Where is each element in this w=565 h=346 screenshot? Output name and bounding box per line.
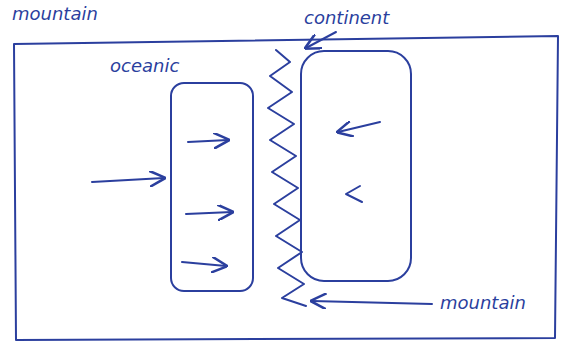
plate-arrow xyxy=(186,212,232,214)
plate-heading: continent xyxy=(304,8,389,28)
frame xyxy=(14,36,558,340)
push-arrow xyxy=(92,178,164,182)
leader-line xyxy=(312,301,432,304)
leader-line xyxy=(306,32,336,48)
plate-arrow xyxy=(188,140,228,142)
plate-box: continent xyxy=(300,50,412,282)
note-label: mountain xyxy=(440,293,526,313)
plate-arrow xyxy=(346,186,362,202)
plate-box: oceanic xyxy=(170,82,254,292)
note-label: mountain xyxy=(12,4,98,24)
plate-heading: oceanic xyxy=(110,56,179,76)
plate-arrow xyxy=(338,122,380,132)
plate-arrow xyxy=(182,262,226,266)
